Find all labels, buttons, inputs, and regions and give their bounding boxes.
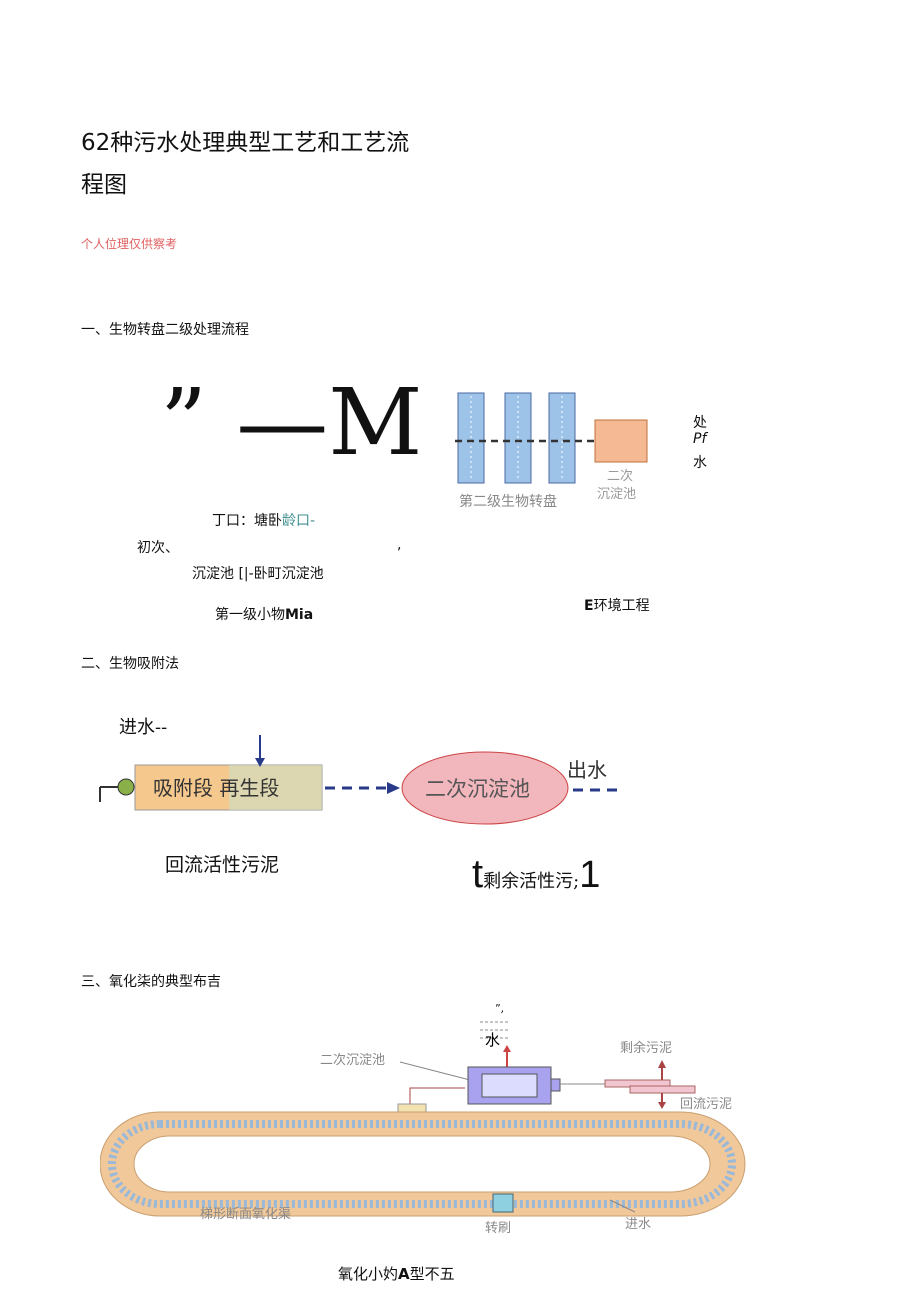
caption-part3: 型不五 — [409, 1265, 455, 1283]
disk-2 — [504, 392, 532, 484]
label-ditch: 梯形断面氧化渠 — [200, 1207, 291, 1222]
water-label: 水 — [485, 1031, 500, 1049]
line-c: 沉淀池 [|-卧町沉淀池 — [192, 566, 324, 582]
right-label-1: 处 — [693, 415, 707, 431]
ditch-inner — [133, 1135, 711, 1193]
excess-1: 1 — [579, 854, 601, 896]
right-label-2: Pf — [693, 431, 707, 447]
rotating-disk-diagram: 第二级生物转盘 二次 沉淀池 — [455, 392, 648, 510]
env-label: E环境工程 — [584, 595, 650, 615]
excess-text: 剩余活性污; — [483, 871, 580, 892]
doc-title-line2: 程图 — [81, 172, 127, 198]
line-d: 第一级小物Mia — [215, 604, 313, 624]
oxidation-ditch-diagram: ”, 水 二次沉淀池 剩余污泥 回流污泥 梯形断面氧化渠 转刷 进水 — [100, 1002, 746, 1235]
secondary-clarifier-ellipse — [401, 751, 569, 825]
inflow-label: 进水-- — [119, 717, 168, 738]
disk-3 — [548, 392, 576, 484]
section1-heading: 一、生物转盘二级处理流程 — [81, 322, 249, 338]
tank-label: 二次沉淀池 — [425, 777, 530, 801]
ditch-channel — [108, 1120, 736, 1208]
section3-heading: 三、氧化柒的典型布吉 — [81, 974, 221, 990]
label-tank1: 二次 — [607, 468, 633, 484]
excess-sludge-label: t剩余活性污;1 — [472, 852, 600, 897]
label-tank2: 沉淀池 — [597, 487, 636, 502]
section2-heading: 二、生物吸附法 — [81, 656, 179, 672]
label-clarifier: 二次沉淀池 — [320, 1052, 385, 1068]
line-a-part1: 丁口：塘卧 — [212, 513, 282, 529]
line-b-comma: , — [397, 537, 402, 553]
env-label-text: 环境工程 — [593, 598, 650, 614]
label-return: 回流污泥 — [680, 1097, 732, 1112]
label-disks: 第二级生物转盘 — [459, 493, 557, 510]
adsorption-diagram: 吸附段 再生段 二次沉淀池 出水 — [99, 735, 620, 825]
label-excess: 剩余污泥 — [620, 1040, 672, 1056]
disk-1 — [457, 392, 485, 484]
env-label-e: E — [584, 598, 594, 614]
excess-t: t — [472, 852, 484, 896]
pump-icon — [117, 778, 135, 796]
caption-part1: 氧化小妁 — [338, 1265, 399, 1283]
line-d-part2: Mia — [285, 607, 314, 623]
top-marks: ”, — [495, 1002, 504, 1015]
section1-big-glyphs: ” —M — [160, 369, 423, 476]
outflow-label: 出水 — [567, 758, 607, 782]
line-d-part1: 第一级小物 — [215, 607, 285, 623]
line-b: 初次、 — [137, 540, 179, 556]
box-label: 吸附段 再生段 — [153, 776, 279, 800]
doc-title-line1: 62种污水处理典型工艺和工艺流 — [81, 130, 410, 156]
return-sludge-label: 回流活性污泥 — [165, 854, 280, 876]
label-brush: 转刷 — [485, 1221, 511, 1235]
line-a: 丁口：塘卧龄口- — [212, 510, 315, 530]
line-a-part2: 龄口- — [282, 513, 316, 529]
watermark-note: 个人位理仅供察考 — [81, 237, 178, 251]
brush-rotor — [492, 1193, 514, 1213]
caption-part2: A — [398, 1265, 410, 1283]
right-label-3: 水 — [693, 455, 707, 471]
figure-caption: 氧化小妁A型不五 — [338, 1263, 455, 1284]
secondary-clarifier-box — [594, 419, 648, 463]
label-inflow: 进水 — [625, 1217, 651, 1232]
